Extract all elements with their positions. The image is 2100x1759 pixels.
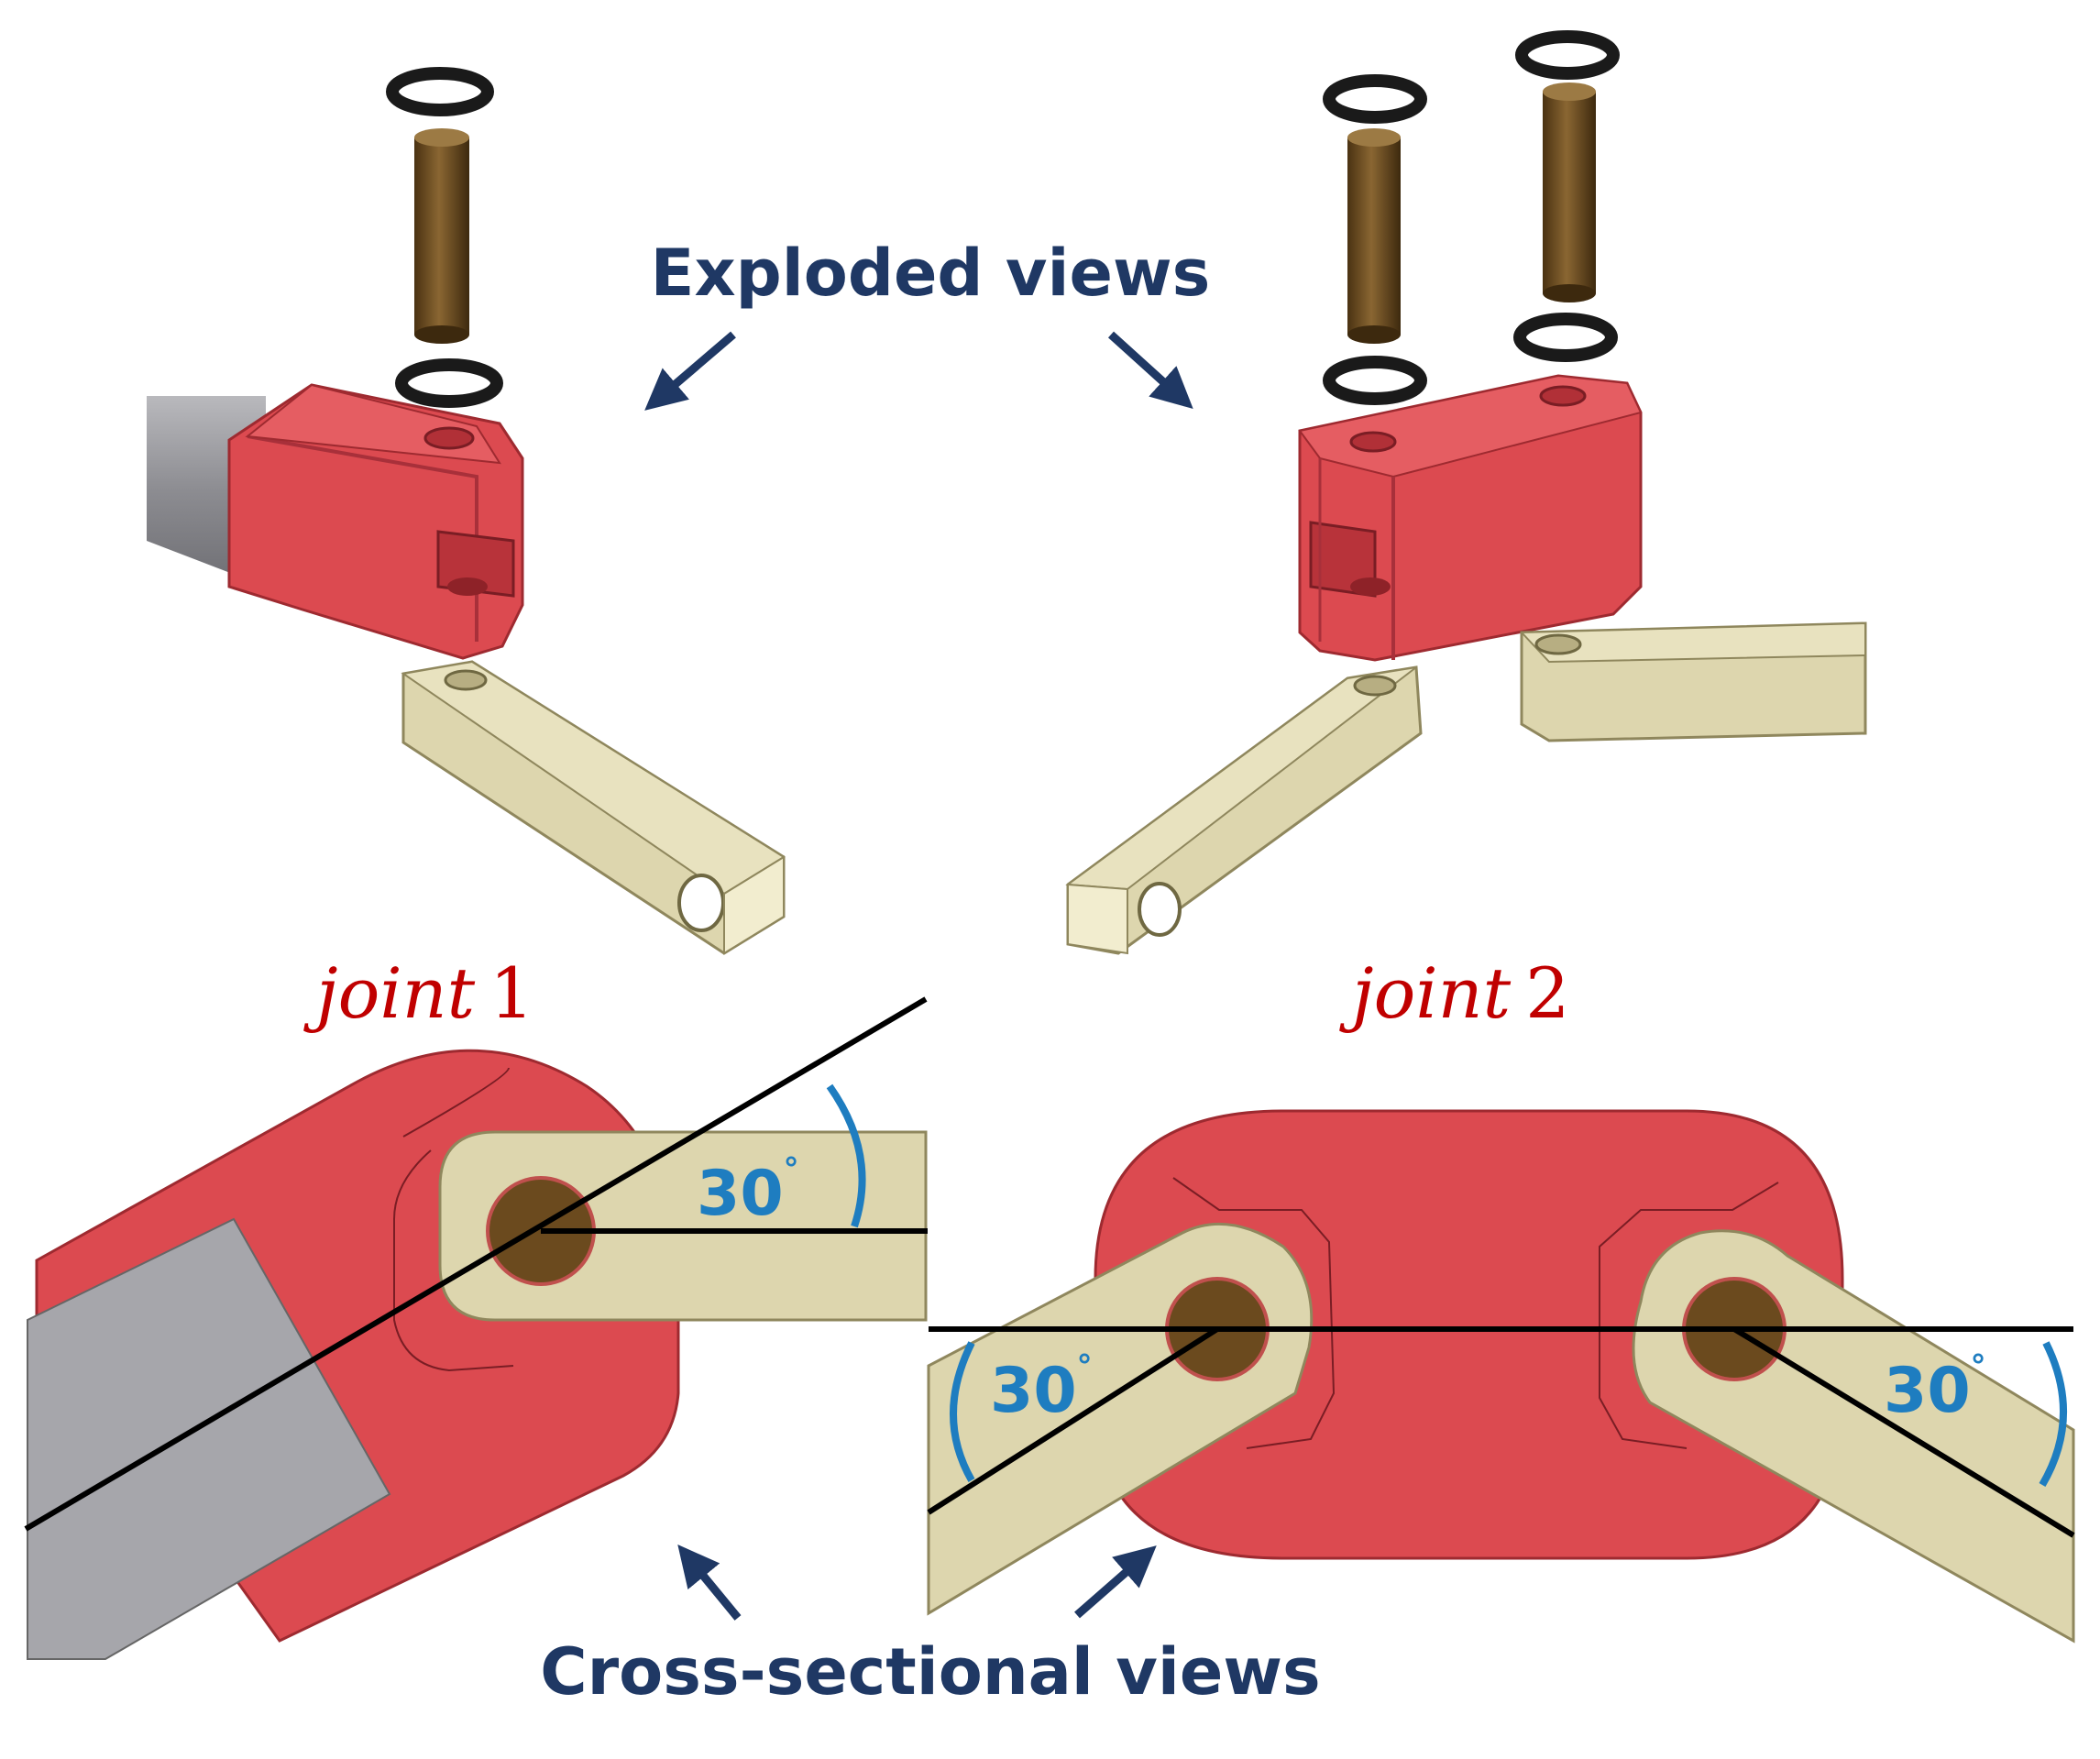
washer-icon <box>1323 74 1427 124</box>
washer-icon <box>1515 30 1620 80</box>
arrow-icon <box>644 331 736 411</box>
arrow-icon <box>1074 1545 1157 1619</box>
angle-arc <box>950 1341 975 1482</box>
reference-line <box>24 996 928 1532</box>
cross-section-joint-2: 30° 30° <box>927 1109 2075 1644</box>
washer-icon <box>386 67 494 116</box>
washer-icon <box>1513 313 1618 362</box>
reference-line <box>1732 1326 2075 1538</box>
link-bar-icon <box>1065 665 1423 955</box>
pin-icon <box>414 128 469 344</box>
angle-label: 30° <box>697 1151 799 1230</box>
angle-label: 30° <box>990 1348 1093 1427</box>
pin-icon <box>1347 128 1401 344</box>
double-clevis-block-icon <box>1298 374 1643 662</box>
arrow-icon <box>1107 331 1193 410</box>
pin-icon <box>1543 82 1596 302</box>
angle-arc <box>2039 1341 2067 1488</box>
arrow-icon <box>677 1545 742 1621</box>
angle-label: 30° <box>1884 1348 1986 1427</box>
link-bar-icon <box>401 660 786 955</box>
exploded-views-label: Exploded views <box>651 236 1211 311</box>
cross-section-joint-1: 30° <box>24 996 928 1660</box>
exploded-joint-2 <box>1065 30 1867 955</box>
exploded-joint-1 <box>147 67 786 955</box>
rod-section-icon <box>27 1217 391 1660</box>
link-bar-icon <box>1519 621 1867 742</box>
clevis-block-icon <box>227 383 524 660</box>
reference-line <box>927 1326 1219 1515</box>
washer-icon <box>1323 356 1427 405</box>
angle-arc <box>826 1083 866 1228</box>
double-clevis-section-icon <box>1094 1109 1844 1560</box>
cross-sectional-views-label: Cross-sectional views <box>540 1634 1320 1710</box>
washer-icon <box>395 358 503 408</box>
